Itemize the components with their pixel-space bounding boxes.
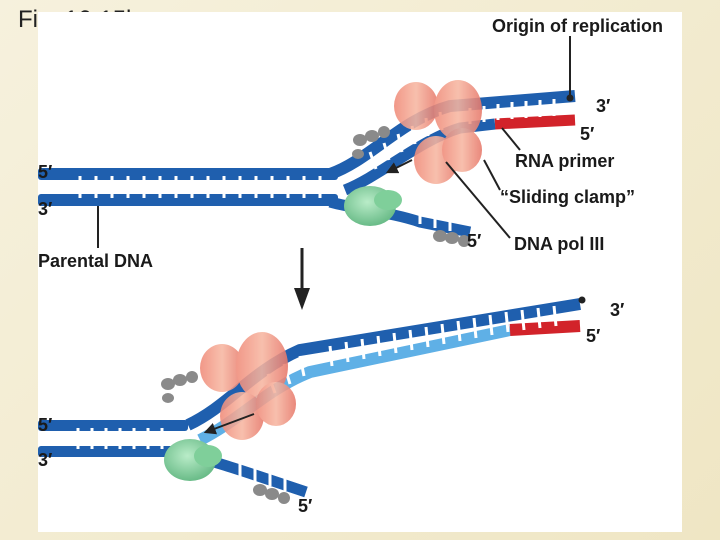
parental-duplex-bottom <box>38 420 188 457</box>
parental-rungs-top <box>78 176 322 198</box>
sliding-clamp-top <box>394 80 482 184</box>
process-arrow-down <box>294 248 310 310</box>
end-label-3-bottom-right: 3′ <box>610 300 624 320</box>
bottom-replication-fork: 3′ 5′ 5′ 3′ 5′ <box>38 296 624 516</box>
leading-rungs-bottom <box>266 305 558 394</box>
nucleotides-bottom-lagging <box>253 484 290 504</box>
end-label-5-bottom-right: 5′ <box>586 326 600 346</box>
polymerase-lagging-top <box>344 186 402 226</box>
nucleotides-top-lagging <box>433 230 470 247</box>
end-label-5-bottom-lagging: 5′ <box>298 496 312 516</box>
polymerase-leader <box>445 161 511 239</box>
label-rna-primer: RNA primer <box>515 151 614 171</box>
sliding-clamp-bottom <box>200 332 296 440</box>
end-label-3-top-right: 3′ <box>596 96 610 116</box>
nucleotides-top-leading <box>352 126 390 159</box>
rna-primer-bottom <box>509 320 581 336</box>
top-replication-fork: Origin of replication 3′ 5′ RNA primer 5… <box>38 16 663 271</box>
origin-dot-bottom <box>578 296 586 304</box>
label-dna-pol-iii: DNA pol III <box>514 234 604 254</box>
rna-primer-top <box>494 114 576 130</box>
polymerase-lagging-bottom <box>164 439 222 481</box>
end-label-5-top-lagging: 5′ <box>467 231 481 251</box>
label-sliding-clamp: “Sliding clamp” <box>500 187 635 207</box>
parental-duplex-top <box>38 168 338 206</box>
clamp-leader <box>483 159 501 191</box>
end-label-3-bottom-left: 3′ <box>38 450 52 470</box>
end-label-5-top-right: 5′ <box>580 124 594 144</box>
end-label-5-bottom-left: 5′ <box>38 415 52 435</box>
label-origin-of-replication: Origin of replication <box>492 16 663 36</box>
primer-leader <box>501 127 521 151</box>
end-label-3-top-left: 3′ <box>38 199 52 219</box>
synthesis-direction-arrow-top <box>385 159 413 174</box>
nucleotides-bottom-leading <box>161 371 198 403</box>
synthesis-direction-arrow-bottom <box>203 413 255 435</box>
label-parental-dna: Parental DNA <box>38 251 153 271</box>
end-label-5-top-left: 5′ <box>38 162 52 182</box>
